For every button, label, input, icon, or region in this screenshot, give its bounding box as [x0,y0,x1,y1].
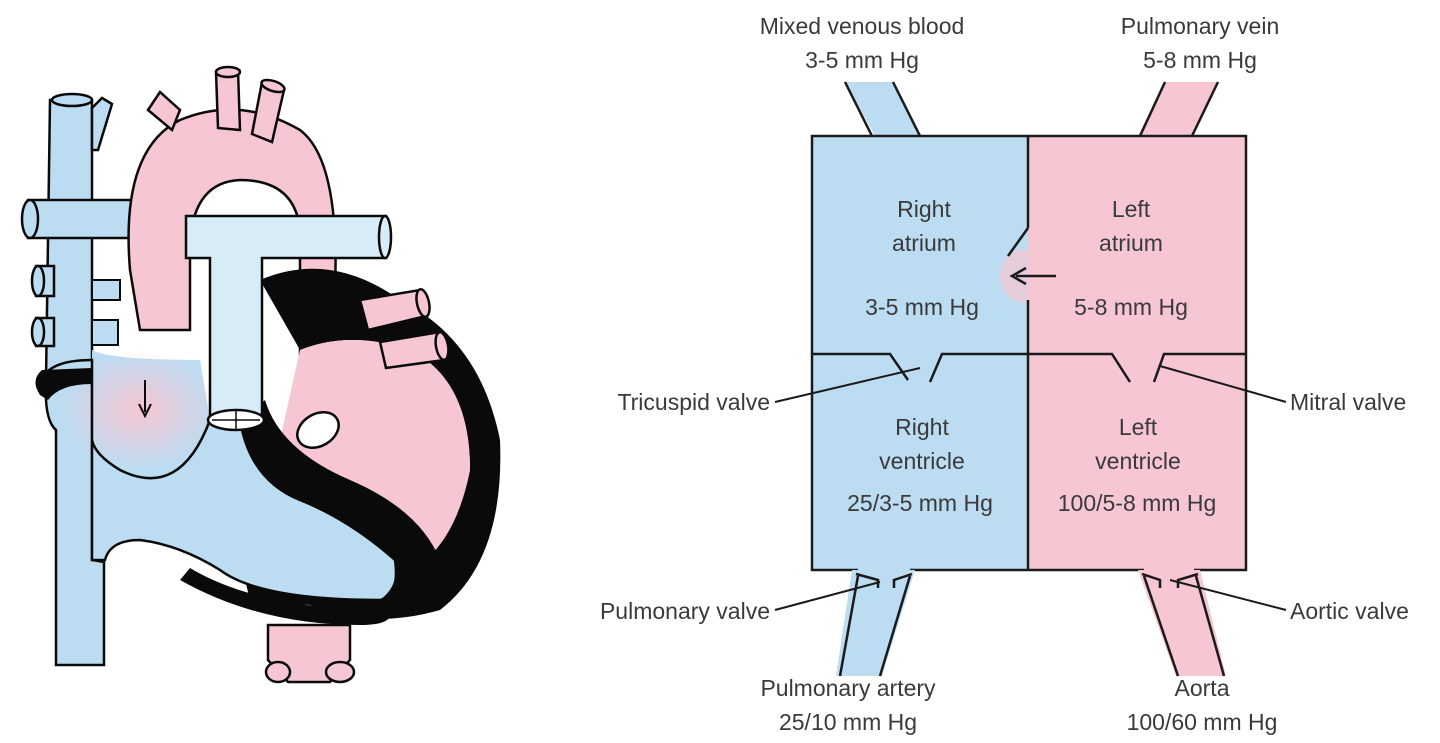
rv-outer-wall [35,368,92,400]
right-atrium-line1: Right [897,196,951,222]
brachiocephalic-artery [146,90,182,133]
aortic-valve-label: Aortic valve [1290,598,1409,624]
pulmonary-vein-name: Pulmonary vein [1120,13,1280,39]
mixed-venous-vessel [845,82,920,136]
left-atrium-box [1028,136,1246,354]
descending-aorta-end-left [264,660,292,684]
pulmonary-vein-left-2-end [30,316,46,348]
pulmonary-vein-pressure: 5-8 mm Hg [1143,47,1257,73]
carotid-artery [214,68,242,132]
tricuspid-valve-label: Tricuspid valve [617,389,770,415]
mitral-valve-left [1028,352,1132,383]
schematic-diagram [774,81,1287,677]
left-vein-inner-2 [91,319,119,346]
pulmonary-branch-upper-end [20,198,40,240]
right-atrium-line2: atrium [892,230,956,256]
right-atrium-glow [60,350,220,470]
tricuspid-leader [774,367,921,403]
left-ventricle-line1: Left [1118,414,1158,440]
aortic-valve-leaflets [1141,572,1162,588]
aortic-arch [127,108,337,422]
aorta-left-edge [1142,575,1180,677]
aorta-label: Aorta 100/60 mm Hg [1127,671,1278,739]
mixed-venous-label: Mixed venous blood 3-5 mm Hg [760,9,965,77]
mixed-venous-pressure: 3-5 mm Hg [805,47,919,73]
pulmonary-artery-name: Pulmonary artery [760,675,936,701]
mitral-valve-label: Mitral valve [1290,389,1407,415]
pulmonary-artery-label: Pulmonary artery 25/10 mm Hg [760,671,935,739]
tricuspid-valve-right [928,352,1028,383]
vena-cava-top [50,92,94,108]
left-ventricle-label: Left ventricle [1095,410,1181,478]
right-ventricle-label: Right ventricle [879,410,965,478]
pulmonary-valve-leaflets-right [892,572,913,588]
left-vein-inner-1 [91,279,121,301]
svc-branch [90,96,114,152]
pulmonary-artery-right-edge [878,575,912,677]
aortic-valve-illustration [296,411,340,449]
left-ventricle-line2: ventricle [1095,448,1181,474]
atrial-septum-flap [1006,227,1030,257]
rv-bottom-wall [180,568,391,625]
pulmonary-vein-vessel-left-edge [1138,81,1167,137]
aorta-vessel [1138,570,1226,676]
pulmonary-leader [774,581,881,611]
aortic-valve-leaflets-right [1176,572,1199,588]
subclavian-artery-end [260,78,286,94]
pulmonary-valve-leaflet [212,410,260,430]
mitral-valve-right [1152,352,1246,383]
right-ventricle-line1: Right [895,414,949,440]
pulmonary-valve-leaflets [855,572,880,588]
mixed-venous-vessel-right-edge [891,81,922,137]
carotid-artery-end [214,65,242,79]
right-atrium-pressure: 3-5 mm Hg [865,294,979,320]
pulmonary-vein-label: Pulmonary vein 5-8 mm Hg [1121,9,1280,77]
pulmonary-valve-label: Pulmonary valve [599,598,770,624]
pulmonary-artery-left-edge [838,575,860,677]
right-ventricle-box [812,354,1028,570]
left-atrium-label: Left atrium [1099,192,1163,260]
aorta-pressure: 100/60 mm Hg [1126,709,1278,735]
mixed-venous-vessel-left-edge [843,81,874,137]
left-ventricle-pressure: 100/5-8 mm Hg [1057,490,1217,516]
pulmonary-trunk-end [377,214,393,260]
shunt-arrow-head [1009,266,1027,286]
right-atrium-box [812,136,1028,354]
pulmonary-vein-right-2-end [434,330,450,362]
aortic-leader [1169,579,1287,611]
left-atrium-pressure: 5-8 mm Hg [1074,294,1188,320]
mixed-venous-name: Mixed venous blood [759,13,965,39]
right-atrium-label: Right atrium [892,192,956,260]
aorta-name: Aorta [1174,675,1230,701]
left-ventricle-box [1028,354,1246,570]
pulmonary-artery-pressure: 25/10 mm Hg [778,709,918,735]
illustration-flow-arrowhead [138,403,152,419]
left-atrium-line2: atrium [1099,230,1163,256]
descending-aorta-end-right [324,660,356,684]
pulmonary-vein-left-1-end [30,264,46,298]
pulmonary-artery-vessel [836,570,915,676]
right-ventricle-line2: ventricle [879,448,965,474]
interventricular-septum [240,400,440,600]
right-ventricle-pressure: 25/3-5 mm Hg [847,490,993,516]
heart-illustration [20,65,501,684]
mitral-leader [1159,365,1287,403]
pulmonary-vein-right-1-end [415,287,431,319]
aorta-right-edge [1194,575,1226,677]
pulmonary-vein-vessel-right-edge [1190,81,1220,137]
left-atrium-line1: Left [1111,196,1151,222]
